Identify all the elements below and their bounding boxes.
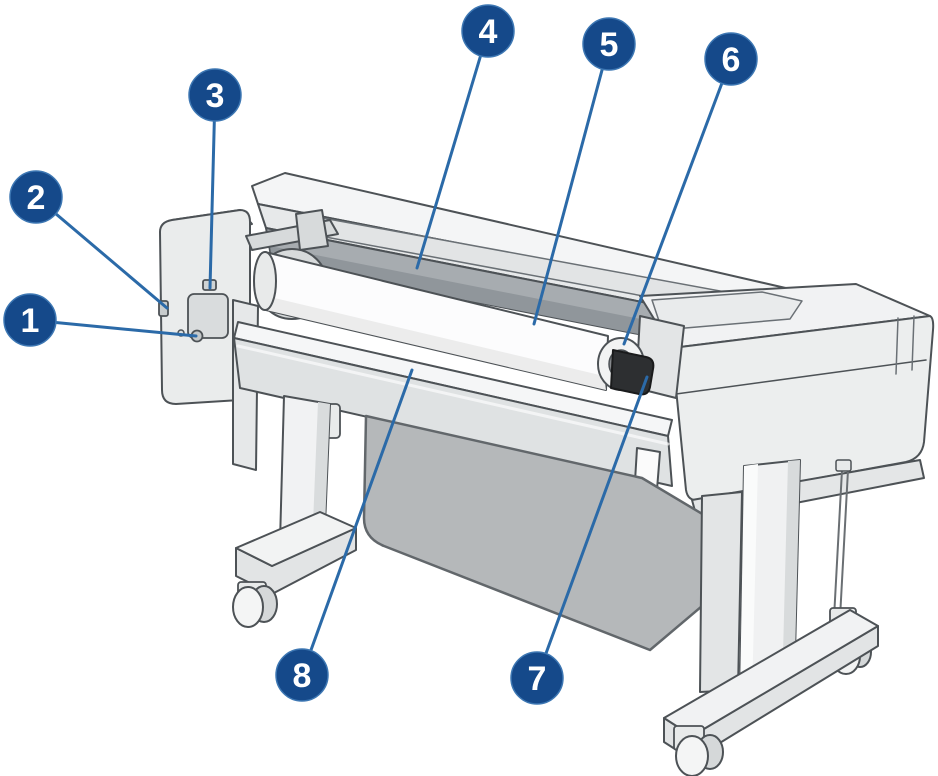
callout-1: 1 — [3, 293, 57, 347]
left-caster — [232, 581, 278, 628]
leader-line-3 — [208, 93, 217, 290]
leader-line-6 — [622, 57, 733, 346]
leader-line-4 — [415, 29, 490, 270]
callout-number-2: 2 — [27, 179, 46, 217]
leader-line-7 — [535, 375, 649, 680]
leader-lines — [28, 29, 733, 680]
callout-number-8: 8 — [293, 657, 312, 695]
callout-3: 3 — [188, 68, 242, 122]
callout-6: 6 — [704, 32, 758, 86]
leader-line-5 — [532, 42, 611, 326]
callout-4: 4 — [461, 4, 515, 58]
callout-number-4: 4 — [479, 13, 498, 51]
callout-number-3: 3 — [206, 77, 225, 115]
callout-7: 7 — [510, 651, 564, 705]
callout-5: 5 — [582, 17, 636, 71]
ports-panel — [158, 279, 229, 343]
callout-number-5: 5 — [600, 26, 619, 64]
callout-8: 8 — [275, 648, 329, 702]
basket-rod — [833, 459, 852, 619]
stand-right-leg — [663, 459, 879, 776]
paper-roll — [253, 251, 609, 391]
callout-number-6: 6 — [722, 41, 741, 79]
callout-number-7: 7 — [528, 660, 547, 698]
front-caster — [673, 725, 724, 776]
spindle-stop — [610, 349, 655, 396]
leader-line-1 — [28, 318, 198, 338]
leader-line-2 — [34, 195, 169, 310]
callout-markers: 1 2 3 4 5 6 7 8 — [3, 4, 758, 705]
callout-2: 2 — [9, 170, 63, 224]
stand-left-leg — [232, 395, 357, 628]
callout-number-1: 1 — [21, 302, 40, 340]
leader-line-8 — [300, 368, 414, 677]
